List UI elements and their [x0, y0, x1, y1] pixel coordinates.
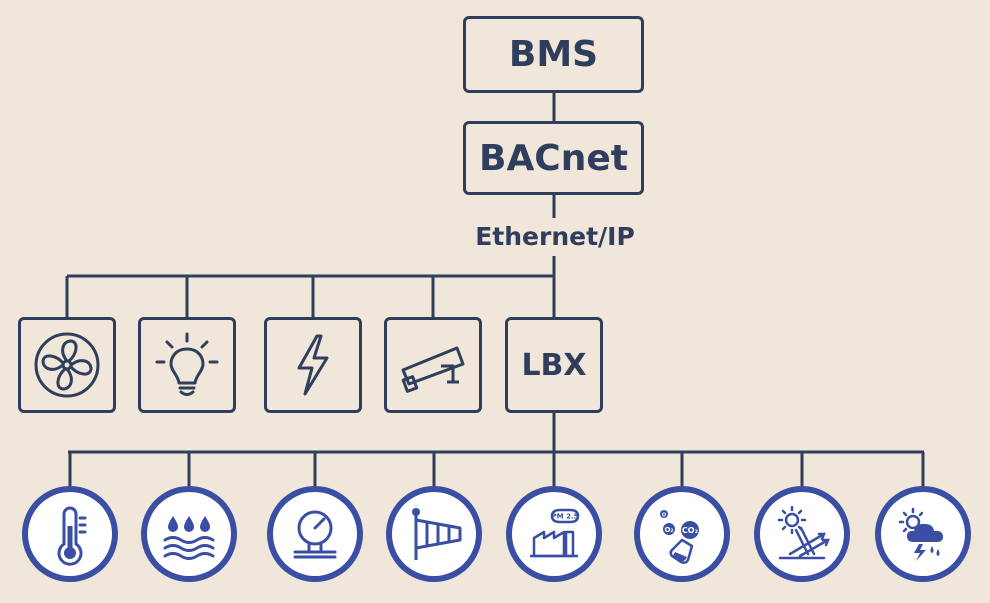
- o2-label: O₂: [664, 526, 673, 534]
- bacnet-box: BACnet: [463, 121, 644, 195]
- device-lighting: [138, 317, 236, 413]
- lbx-box: LBX: [505, 317, 603, 413]
- bms-label: BMS: [508, 34, 599, 75]
- thermometer-icon: [57, 506, 87, 566]
- pressure-gauge-icon: [293, 510, 337, 559]
- device-fan: [18, 317, 116, 413]
- security-camera-icon: [401, 346, 465, 393]
- bms-box: BMS: [463, 16, 644, 93]
- o-label: O: [662, 513, 666, 519]
- sensor-pressure: [267, 486, 363, 582]
- gas-flask-icon: O O₂ CO₂: [660, 510, 699, 564]
- pm25-label: PM 2.5: [552, 513, 579, 521]
- device-security: [384, 317, 482, 413]
- weather-storm-icon: [898, 507, 943, 561]
- windsock-icon: [412, 508, 462, 560]
- fan-icon: [34, 332, 100, 398]
- lightbulb-icon: [155, 332, 219, 396]
- sensor-solar: [754, 486, 850, 582]
- sensor-wind: [386, 486, 482, 582]
- bacnet-label: BACnet: [479, 137, 628, 179]
- lbx-label: LBX: [521, 347, 587, 383]
- sensor-weather: [875, 486, 971, 582]
- sensor-gas: O O₂ CO₂: [634, 486, 730, 582]
- device-power: [264, 317, 362, 413]
- ethernet-ip-label: Ethernet/IP: [455, 222, 655, 251]
- humidity-icon: [163, 516, 215, 560]
- co2-label: CO₂: [682, 526, 699, 535]
- lightning-bolt-icon: [297, 334, 329, 396]
- pm25-factory-icon: PM 2.5: [530, 508, 580, 558]
- solar-radiation-icon: [777, 505, 830, 560]
- sensor-humidity: [141, 486, 237, 582]
- sensor-pm25: PM 2.5: [506, 486, 602, 582]
- sensor-temperature: [22, 486, 118, 582]
